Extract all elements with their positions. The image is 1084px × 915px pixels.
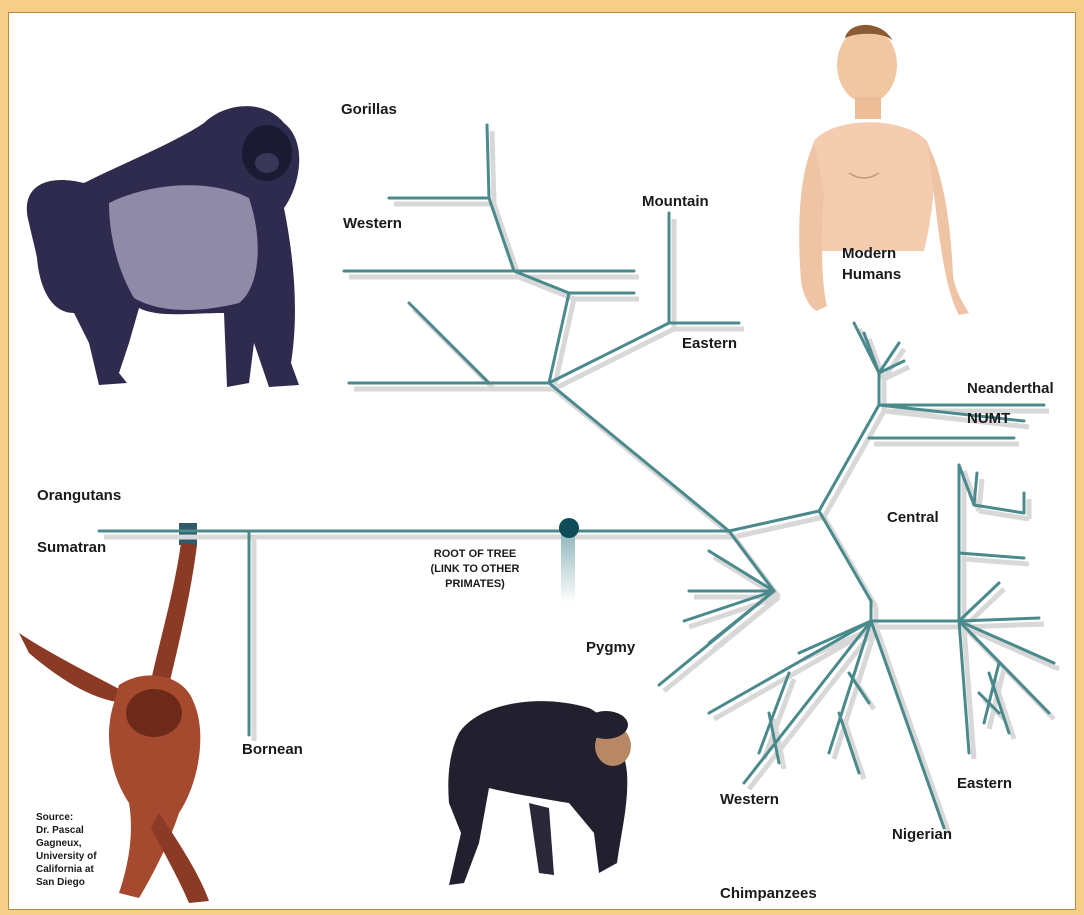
label-sumatran: Sumatran xyxy=(37,539,106,556)
label-numt: NUMT xyxy=(967,410,1010,427)
tree-branch xyxy=(549,383,729,531)
source-line5: California at xyxy=(36,863,97,876)
tree-branch xyxy=(819,511,871,601)
tree-branch-shadow xyxy=(714,597,779,649)
label-bornean: Bornean xyxy=(242,741,303,758)
label-modern: Modern xyxy=(842,245,896,262)
source-line3: Gagneux, xyxy=(36,837,97,850)
source-credit: Source: Dr. Pascal Gagneux, University o… xyxy=(36,811,97,889)
root-caption-line1: ROOT OF TREE xyxy=(413,547,537,562)
source-line1: Source: xyxy=(36,811,97,824)
label-chimp-pygmy: Pygmy xyxy=(586,639,635,656)
tree-branch-shadow xyxy=(554,329,674,389)
phylogenetic-tree-figure: Gorillas Western Mountain Eastern Modern… xyxy=(8,12,1076,910)
tree-branch-shadow xyxy=(964,627,1059,669)
label-neanderthal: Neanderthal xyxy=(967,380,1054,397)
root-caption-line3: PRIMATES) xyxy=(413,577,537,592)
label-chimp-eastern: Eastern xyxy=(957,775,1012,792)
tree-branch xyxy=(819,405,879,511)
label-chimp-nigerian: Nigerian xyxy=(892,826,952,843)
label-gorillas: Gorillas xyxy=(341,101,397,118)
tree-canvas xyxy=(9,13,1076,910)
tree-branch-shadow xyxy=(964,624,1044,627)
chimpanzee-illustration xyxy=(448,701,631,885)
tree-branch-shadow xyxy=(824,411,884,517)
tree-branch-shadow xyxy=(494,204,519,277)
tree-branch-shadow xyxy=(964,559,1029,564)
source-line6: San Diego xyxy=(36,876,97,889)
root-caption-line2: (LINK TO OTHER xyxy=(413,562,537,577)
label-orangutans: Orangutans xyxy=(37,487,121,504)
tree-branch-shadow xyxy=(492,131,494,204)
label-gorilla-western: Western xyxy=(343,215,402,232)
tree-branch xyxy=(839,713,859,773)
tree-branch xyxy=(871,621,944,828)
root-caption: ROOT OF TREE (LINK TO OTHER PRIMATES) xyxy=(413,547,537,592)
tree-branch xyxy=(487,125,489,198)
label-gorilla-mountain: Mountain xyxy=(642,193,709,210)
tree-branch-shadow xyxy=(519,277,574,299)
source-line2: Dr. Pascal xyxy=(36,824,97,837)
gorilla-illustration xyxy=(27,106,299,387)
source-line4: University of xyxy=(36,850,97,863)
label-chimpanzees: Chimpanzees xyxy=(720,885,817,902)
tree-branch xyxy=(409,303,489,383)
root-dot xyxy=(559,518,579,538)
root-marker-shadow xyxy=(561,533,575,603)
tree-branch xyxy=(959,621,1049,713)
tree-branch xyxy=(514,271,569,293)
tree-branch xyxy=(709,551,774,591)
tree-branch xyxy=(489,198,514,271)
label-humans: Humans xyxy=(842,266,901,283)
label-chimp-central: Central xyxy=(887,509,939,526)
label-chimp-western: Western xyxy=(720,791,779,808)
label-gorilla-eastern: Eastern xyxy=(682,335,737,352)
tree-branch-shadow xyxy=(844,719,864,779)
tree-branch-shadow xyxy=(876,627,949,834)
